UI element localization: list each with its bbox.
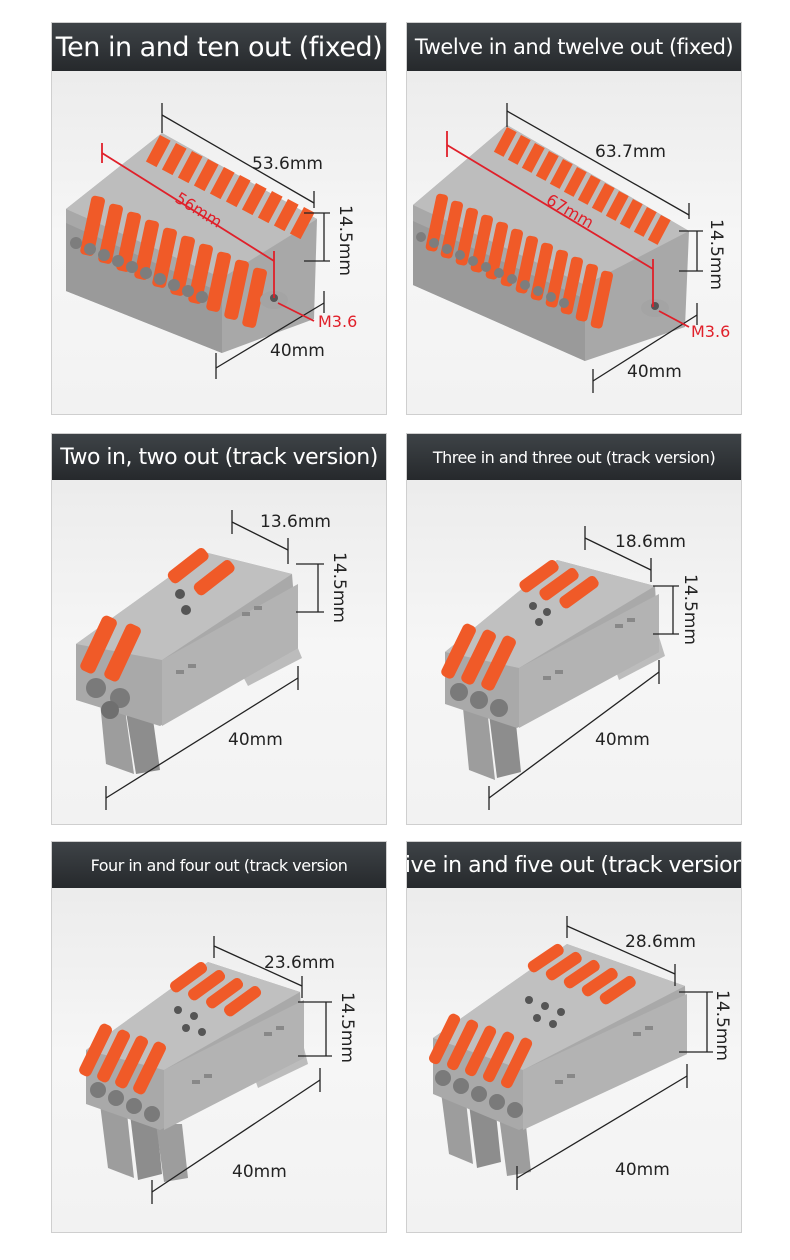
panel-title: Three in and three out (track version) bbox=[407, 434, 741, 480]
panel-title: Twelve in and twelve out (fixed) bbox=[407, 23, 741, 71]
height-dimension: 14.5mm bbox=[712, 990, 732, 1061]
width-dimension: 40mm bbox=[615, 1160, 670, 1180]
product-panel-five: Five in and five out (track version) bbox=[406, 841, 742, 1233]
length-dimension: 23.6mm bbox=[264, 953, 335, 973]
length-dimension: 53.6mm bbox=[252, 154, 323, 174]
connector-illustration: 53.6mm 14.5mm 40mm 56mm M3.6 bbox=[66, 103, 357, 379]
height-dimension: 14.5mm bbox=[337, 992, 357, 1063]
panel-title: Two in, two out (track version) bbox=[52, 434, 386, 480]
product-panel-twelve: Twelve in and twelve out (fixed) bbox=[406, 22, 742, 415]
connector-illustration: 63.7mm 14.5mm 40mm 67mm M3.6 bbox=[413, 103, 730, 393]
connector-illustration: 28.6mm 14.5mm 40mm bbox=[429, 916, 732, 1190]
product-panel-three: Three in and three out (track version) 1… bbox=[406, 433, 742, 825]
panel-title: Five in and five out (track version) bbox=[407, 842, 741, 888]
panel-title: Ten in and ten out (fixed) bbox=[52, 23, 386, 71]
length-dimension: 13.6mm bbox=[260, 512, 331, 532]
length-dimension: 28.6mm bbox=[625, 932, 696, 952]
length-dimension: 18.6mm bbox=[615, 532, 686, 552]
product-panel-two: Two in, two out (track version) 13. bbox=[51, 433, 387, 825]
height-dimension: 14.5mm bbox=[706, 219, 726, 290]
connector-illustration: 18.6mm 14.5mm 40mm bbox=[441, 526, 700, 810]
hole-dimension: M3.6 bbox=[691, 322, 730, 341]
connector-illustration: 23.6mm 14.5mm 40mm bbox=[79, 936, 357, 1204]
width-dimension: 40mm bbox=[270, 341, 325, 361]
width-dimension: 40mm bbox=[627, 362, 682, 382]
product-panel-four: Four in and four out (track version bbox=[51, 841, 387, 1233]
product-panel-ten: Ten in and ten out (fixed) bbox=[51, 22, 387, 415]
width-dimension: 40mm bbox=[232, 1162, 287, 1182]
height-dimension: 14.5mm bbox=[329, 552, 349, 623]
panel-title: Four in and four out (track version bbox=[52, 842, 386, 888]
width-dimension: 40mm bbox=[228, 730, 283, 750]
height-dimension: 14.5mm bbox=[680, 574, 700, 645]
length-dimension: 63.7mm bbox=[595, 142, 666, 162]
height-dimension: 14.5mm bbox=[335, 205, 355, 276]
hole-dimension: M3.6 bbox=[318, 312, 357, 331]
connector-illustration: 13.6mm 14.5mm 40mm bbox=[76, 510, 349, 810]
width-dimension: 40mm bbox=[595, 730, 650, 750]
